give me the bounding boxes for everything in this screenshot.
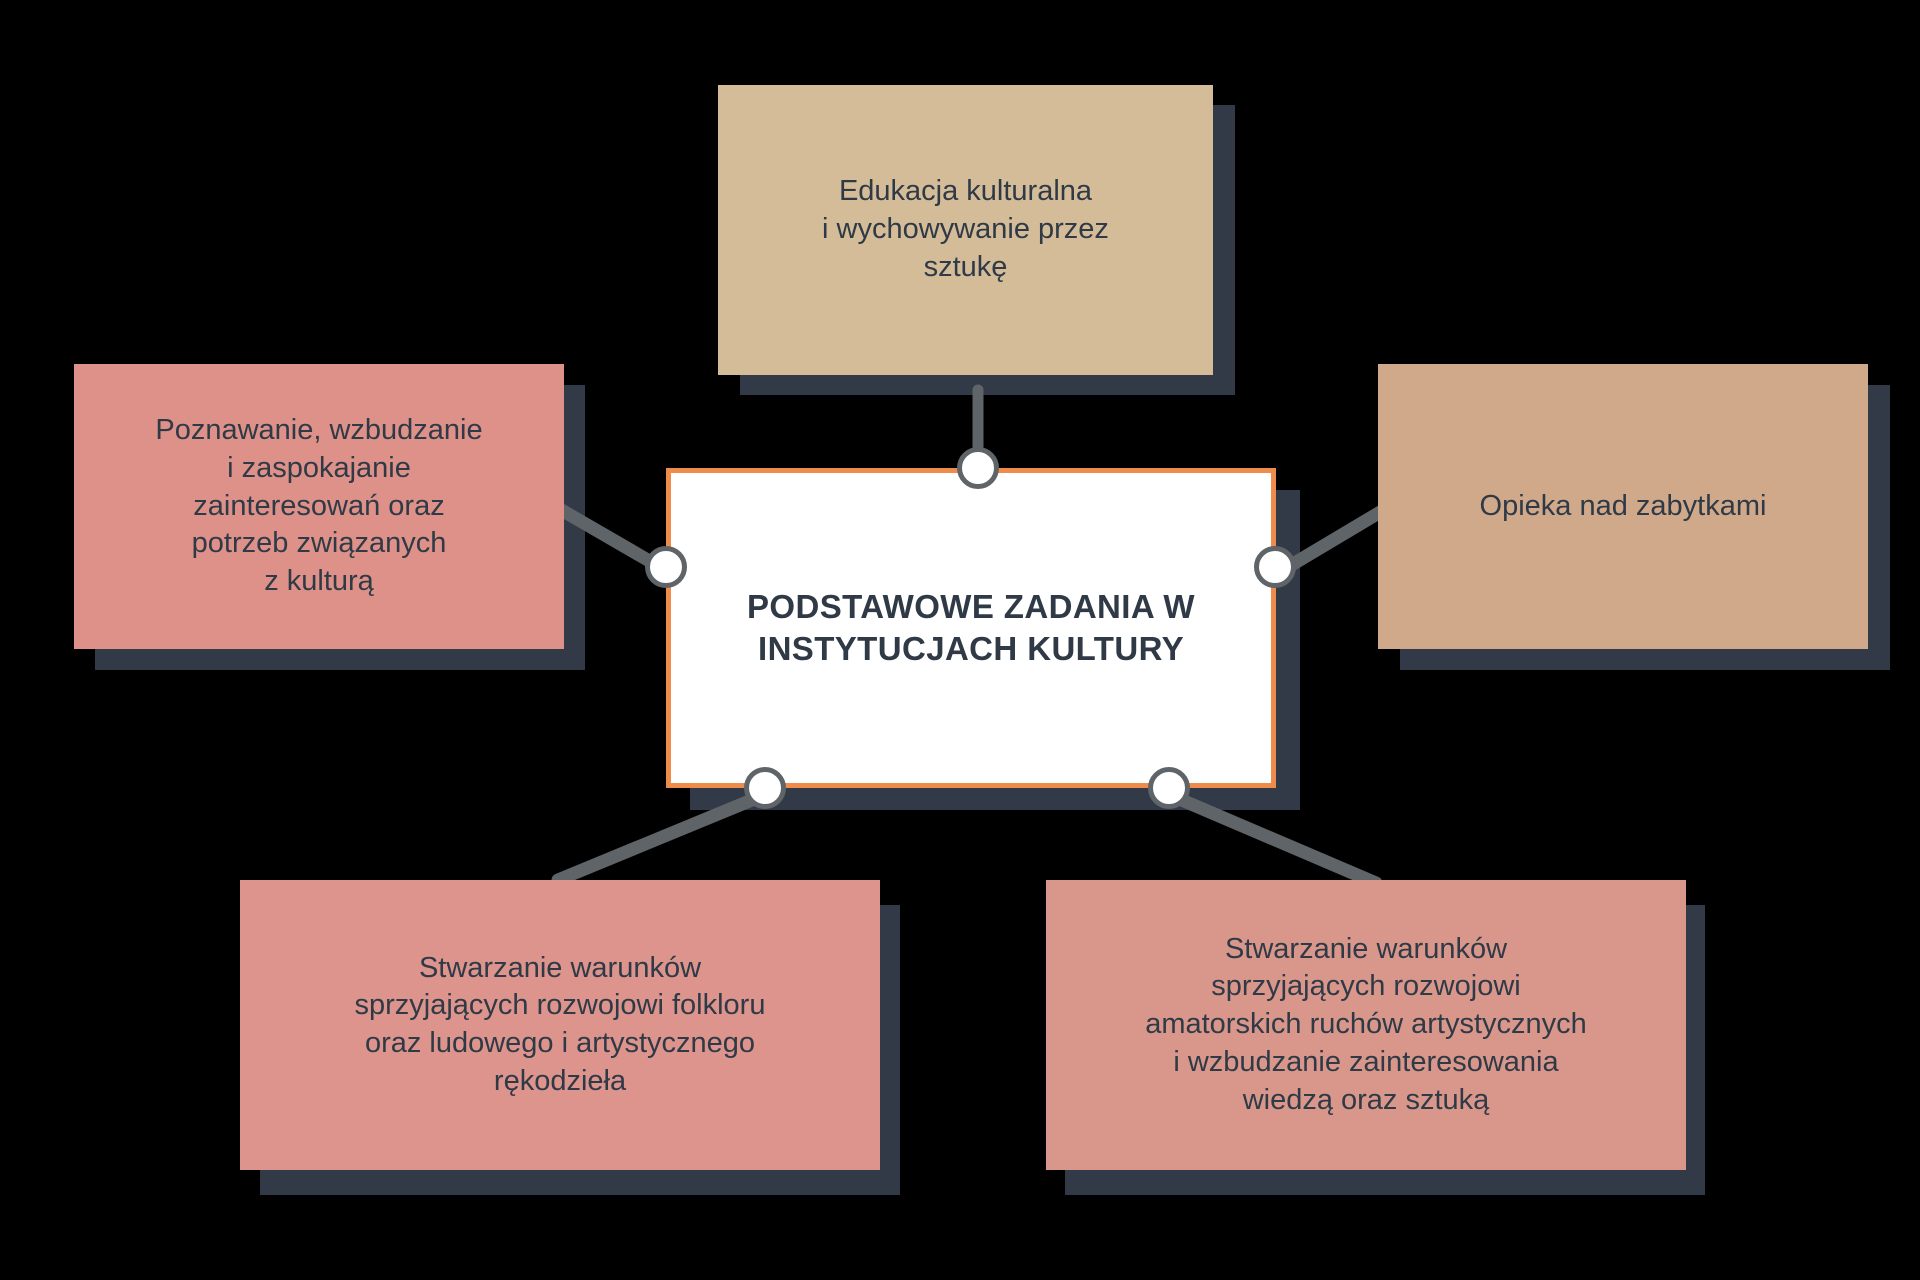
- center-hub-label: PODSTAWOWE ZADANIA W INSTYTUCJACH KULTUR…: [747, 587, 1195, 667]
- node-bottom-left-label: Stwarzanie warunków sprzyjających rozwoj…: [354, 951, 766, 1097]
- node-bottom-right-label: Stwarzanie warunków sprzyjających rozwoj…: [1145, 932, 1587, 1116]
- connector-knob-right[interactable]: [1254, 546, 1296, 588]
- node-right-label: Opieka nad zabytkami: [1479, 489, 1767, 522]
- node-bottom-left[interactable]: Stwarzanie warunków sprzyjających rozwoj…: [240, 880, 880, 1170]
- node-left-label: Poznawanie, wzbudzanie i zaspokajanie za…: [155, 414, 483, 598]
- node-top[interactable]: Edukacja kulturalna i wychowywanie przez…: [718, 85, 1213, 375]
- node-top-label: Edukacja kulturalna i wychowywanie przez…: [822, 175, 1109, 283]
- connector-knob-bottom-right[interactable]: [1148, 767, 1190, 809]
- connector-knob-top[interactable]: [957, 447, 999, 489]
- node-right[interactable]: Opieka nad zabytkami: [1378, 364, 1868, 649]
- node-bottom-right[interactable]: Stwarzanie warunków sprzyjających rozwoj…: [1046, 880, 1686, 1170]
- connector-knob-bottom-left[interactable]: [744, 767, 786, 809]
- connector-knob-left[interactable]: [645, 546, 687, 588]
- node-left[interactable]: Poznawanie, wzbudzanie i zaspokajanie za…: [74, 364, 564, 649]
- center-hub[interactable]: PODSTAWOWE ZADANIA W INSTYTUCJACH KULTUR…: [666, 468, 1276, 788]
